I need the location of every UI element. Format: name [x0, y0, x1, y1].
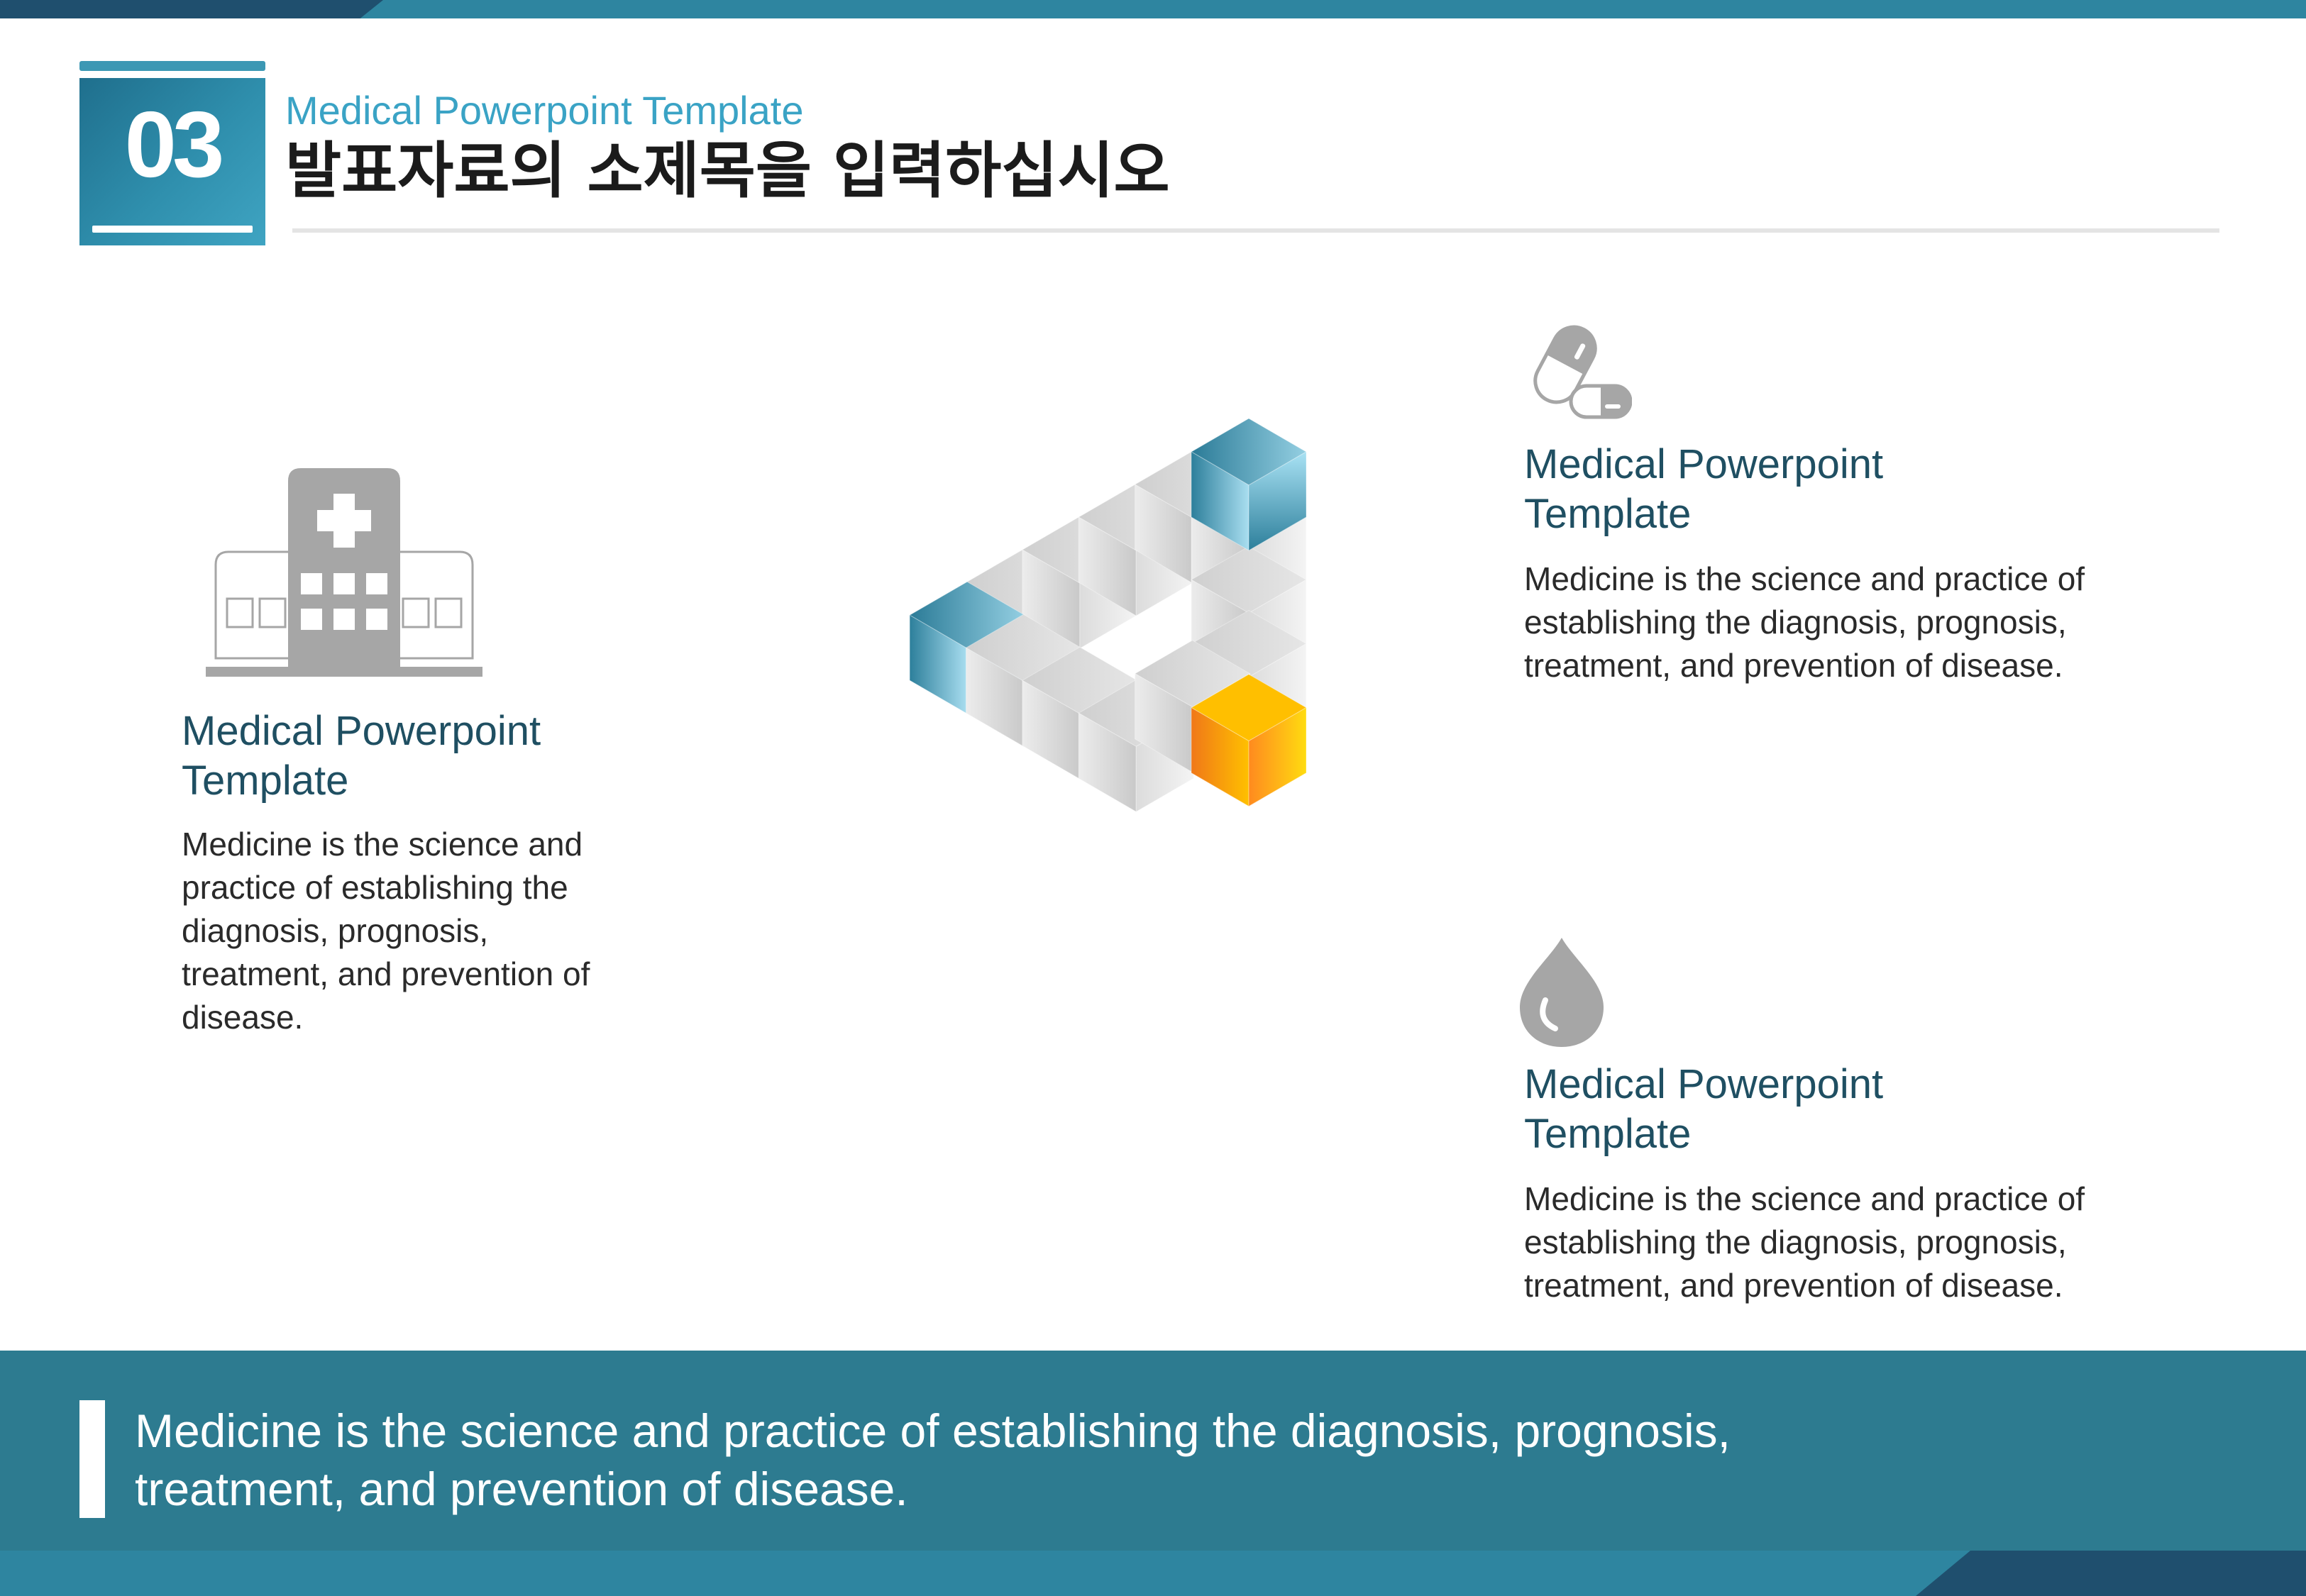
- bottom-banner: [0, 1351, 2306, 1551]
- badge-underline: [92, 226, 253, 233]
- cube-triangle-diagram: [909, 418, 1307, 813]
- pill-capsule-icon: [1533, 325, 1632, 419]
- top-accent-strip-dark: [0, 0, 383, 18]
- left-body-line: diagnosis, prognosis,: [182, 912, 489, 949]
- section-number-badge: 03: [79, 61, 265, 245]
- cube-face-right: [1248, 706, 1307, 807]
- header-subtitle: Medical Powerpoint Template: [285, 88, 804, 133]
- right-top-block-body: Medicine is the science and practice of …: [1524, 558, 2219, 687]
- cube-block-13: [1191, 674, 1307, 807]
- left-block-title: Medical Powerpoint Template: [182, 706, 636, 806]
- banner-accent-bar: [79, 1400, 105, 1518]
- right-top-body-line: Medicine is the science and practice of: [1524, 560, 2085, 597]
- badge-box: [79, 78, 265, 245]
- right-bottom-block-title: Medical Powerpoint Template: [1524, 1060, 2163, 1159]
- right-bottom-block-body: Medicine is the science and practice of …: [1524, 1177, 2219, 1307]
- hospital-icon: [206, 468, 482, 677]
- right-top-body-line: treatment, and prevention of disease.: [1524, 647, 2063, 684]
- section-number: 03: [124, 92, 225, 196]
- badge-top-bar: [79, 61, 265, 71]
- right-bottom-body-line: treatment, and prevention of disease.: [1524, 1267, 2063, 1304]
- top-accent-strip: [0, 0, 2306, 18]
- banner-text: Medicine is the science and practice of …: [135, 1402, 2122, 1518]
- left-body-line: practice of establishing the: [182, 869, 568, 906]
- left-block-body: Medicine is the science and practice of …: [182, 823, 636, 1039]
- right-bottom-title-line2: Template: [1524, 1111, 1692, 1157]
- banner-line1: Medicine is the science and practice of …: [135, 1404, 1731, 1457]
- page-title: 발표자료의 소제목을 입력하십시오: [285, 135, 1170, 206]
- bottom-accent-strip-dark: [1916, 1551, 2306, 1596]
- cube-block-11: [1191, 418, 1307, 551]
- left-title-line1: Medical Powerpoint: [182, 708, 541, 754]
- bottom-accent-strip: [0, 1551, 2306, 1596]
- left-body-line: Medicine is the science and: [182, 826, 583, 863]
- cube-face-right: [1248, 451, 1307, 551]
- right-top-title-line1: Medical Powerpoint: [1524, 441, 1884, 487]
- left-body-line: disease.: [182, 999, 304, 1036]
- cube-stack: [909, 418, 1307, 813]
- title-divider: [292, 228, 2219, 233]
- right-bottom-body-line: Medicine is the science and practice of: [1524, 1180, 2085, 1217]
- right-bottom-body-line: establishing the diagnosis, prognosis,: [1524, 1224, 2067, 1260]
- right-top-block-title: Medical Powerpoint Template: [1524, 440, 2163, 539]
- right-top-body-line: establishing the diagnosis, prognosis,: [1524, 604, 2067, 641]
- left-title-line2: Template: [182, 758, 349, 804]
- right-top-title-line2: Template: [1524, 491, 1692, 537]
- left-body-line: treatment, and prevention of: [182, 955, 590, 992]
- right-bottom-title-line1: Medical Powerpoint: [1524, 1061, 1884, 1107]
- banner-line2: treatment, and prevention of disease.: [135, 1463, 908, 1515]
- blood-drop-icon: [1520, 938, 1604, 1047]
